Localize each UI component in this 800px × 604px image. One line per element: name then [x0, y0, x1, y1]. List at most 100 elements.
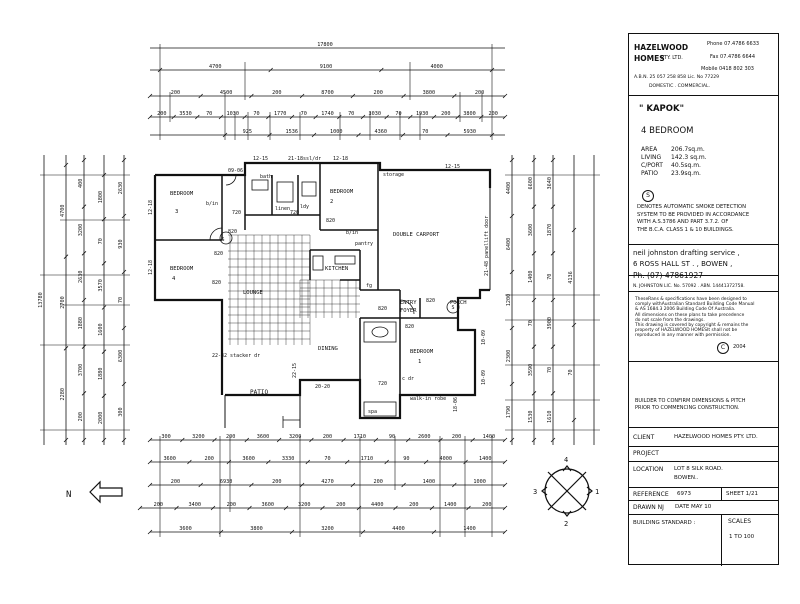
drafting-address: 6 ROSS HALL ST . , BOWEN , [633, 260, 733, 268]
copyright-line: & AS 1684.3 2006 Building Code Of Austra… [635, 307, 736, 313]
dimension-top3-14: 200 [489, 111, 498, 117]
abn-licence: A.B.N. 25 057 258 858 Lic. No 77229 [634, 75, 720, 80]
door-w22: 720 [378, 381, 387, 387]
room-ldy-label: ldy [300, 204, 309, 210]
dimension-right2-1: 3600 [528, 224, 534, 237]
builder-note-line: PRIOR TO COMMENCING CONSTRUCTION. [635, 405, 740, 411]
room-storage-label: storage [383, 172, 404, 178]
room-bedroom4-number: 4 [172, 276, 176, 282]
fax-number: Fax 07.4786 6644 [710, 54, 756, 60]
dimension-bot1-8: 2600 [418, 434, 431, 440]
dimension-top2-5: 3800 [423, 90, 436, 96]
window-w11: 10-09 [481, 370, 487, 385]
smoke-note-line: DENOTES AUTOMATIC SMOKE DETECTION [637, 204, 746, 210]
dimension-top3-8: 70 [348, 111, 354, 117]
dimension-bot2-0: 3600 [163, 456, 176, 462]
room-bedroom1-label: BEDROOM [410, 349, 434, 355]
dimension-bot2-6: 90 [403, 456, 409, 462]
room-bedroom3-number: 3 [175, 209, 178, 215]
mobile-number: Mobile 0418 802 303 [701, 66, 754, 72]
dimension-right2-0: 6600 [528, 177, 534, 190]
dimension-bot4-7: 200 [409, 502, 418, 508]
dimension-left4-0: 2630 [118, 182, 124, 195]
design-name: " KAPOK" [639, 104, 685, 114]
dimension-bot5-3: 4400 [392, 526, 405, 532]
room-pantry-label: pantry [355, 241, 373, 247]
dimension-left4-4: 300 [118, 407, 124, 416]
door-w21: 820 [405, 324, 414, 330]
area-value: 23.9sq.m. [671, 170, 701, 177]
dimension-bot2-5: 1710 [361, 456, 374, 462]
dimension-top4-5: 5930 [464, 129, 477, 135]
dimension-bot1-4: 3200 [289, 434, 302, 440]
room-bedroom2-label: BEDROOM [330, 189, 354, 195]
dimension-left3-1: 70 [98, 238, 104, 244]
dimension-right3-2: 70 [547, 274, 553, 280]
room-dining-label: DINING [318, 346, 338, 352]
room-foyer-label: FOYER [400, 308, 417, 314]
section-key-4: 4 [564, 456, 568, 464]
dimension-right4-1: 70 [568, 369, 574, 375]
window-w8: 20-20 [315, 384, 330, 390]
door-w17: 720 [232, 210, 241, 216]
panel-door-label: 21-48 panellift door [484, 216, 490, 276]
building-standard-label: BUILDING STANDARD : [633, 520, 696, 526]
section-key-2: 2 [564, 520, 568, 528]
window-w10: 10-09 [481, 330, 487, 345]
company-suffix: PTY. LTD. [661, 55, 683, 61]
dimension-bot4-2: 200 [227, 502, 236, 508]
drafting-licence: N. JOHNSTON LIC. No. 57092 . ABN. 144413… [633, 284, 745, 289]
dimension-top3-2: 70 [206, 111, 212, 117]
dimension-bot3-2: 200 [272, 479, 281, 485]
section-key-icon [541, 465, 593, 517]
dimension-right1-1: 6400 [506, 238, 512, 251]
reference-label: REFERENCE [633, 491, 669, 498]
scales-value: 1 TO 100 [729, 534, 755, 540]
copyright-line: property of HAZELWOOD HOMESIt shall not … [635, 328, 738, 334]
dimension-top3-9: 3030 [369, 111, 382, 117]
door-w16: 820 [326, 218, 335, 224]
smoke-note-line: SYSTEM TO BE PROVIDED IN ACCORDANCE [637, 211, 750, 218]
dimension-bot3-5: 1400 [423, 479, 436, 485]
drafting-service: neil johnston drafting service , 6 ROSS … [629, 244, 778, 292]
dimension-overall-depth: 13780 [38, 292, 44, 308]
divider [721, 488, 722, 501]
phone-number: Phone 07.4786 6633 [707, 41, 760, 47]
room-bir-label: b/in [206, 201, 218, 207]
dimension-left1-2: 2280 [60, 388, 66, 401]
door-w15: 820 [212, 280, 221, 286]
dimension-left3-0: 1800 [98, 191, 104, 204]
domestic-commercial: DOMESTIC . COMMERCIAL. [649, 84, 711, 89]
door-w20: 820 [378, 306, 387, 312]
dimension-right3-3: 3900 [547, 317, 553, 330]
dimension-bot4-8: 1400 [444, 502, 457, 508]
dimension-top3-10: 70 [395, 111, 401, 117]
client-value: HAZELWOOD HOMES PTY. LTD. [674, 434, 758, 440]
room-spa-label: spa [368, 409, 377, 415]
reference-row: REFERENCE 6973 SHEET 1/21 [629, 488, 778, 501]
smoke-detector-icon: S [642, 190, 654, 202]
window-w6: 12-18 [148, 200, 154, 215]
room-fg-label: fg [366, 283, 372, 289]
area-label: C/PORT [641, 162, 663, 169]
window-w1: 12-15 [253, 156, 268, 162]
section-key-3: 3 [533, 488, 537, 496]
area-value: 206.7sq.m. [671, 146, 705, 153]
dimension-bot4-1: 3400 [189, 502, 202, 508]
room-lounge-label: LOUNGE [243, 290, 263, 296]
dimension-left1-0: 4700 [60, 205, 66, 218]
dimension-left2-0: 400 [78, 179, 84, 188]
room-cdr-label: c dr [402, 376, 414, 382]
dimension-bot5-2: 3200 [321, 526, 334, 532]
smoke-detector-1: S [221, 237, 224, 243]
dimension-left2-4: 3700 [78, 364, 84, 377]
dimension-left3-2: 3570 [98, 279, 104, 292]
dimension-bot2-7: 4000 [440, 456, 453, 462]
area-row: PATIO 23.9sq.m. [641, 170, 707, 178]
copyright-line: do not scale from the drawings. [635, 317, 705, 323]
dimension-top3-7: 1740 [321, 111, 334, 117]
area-label: PATIO [641, 170, 659, 177]
